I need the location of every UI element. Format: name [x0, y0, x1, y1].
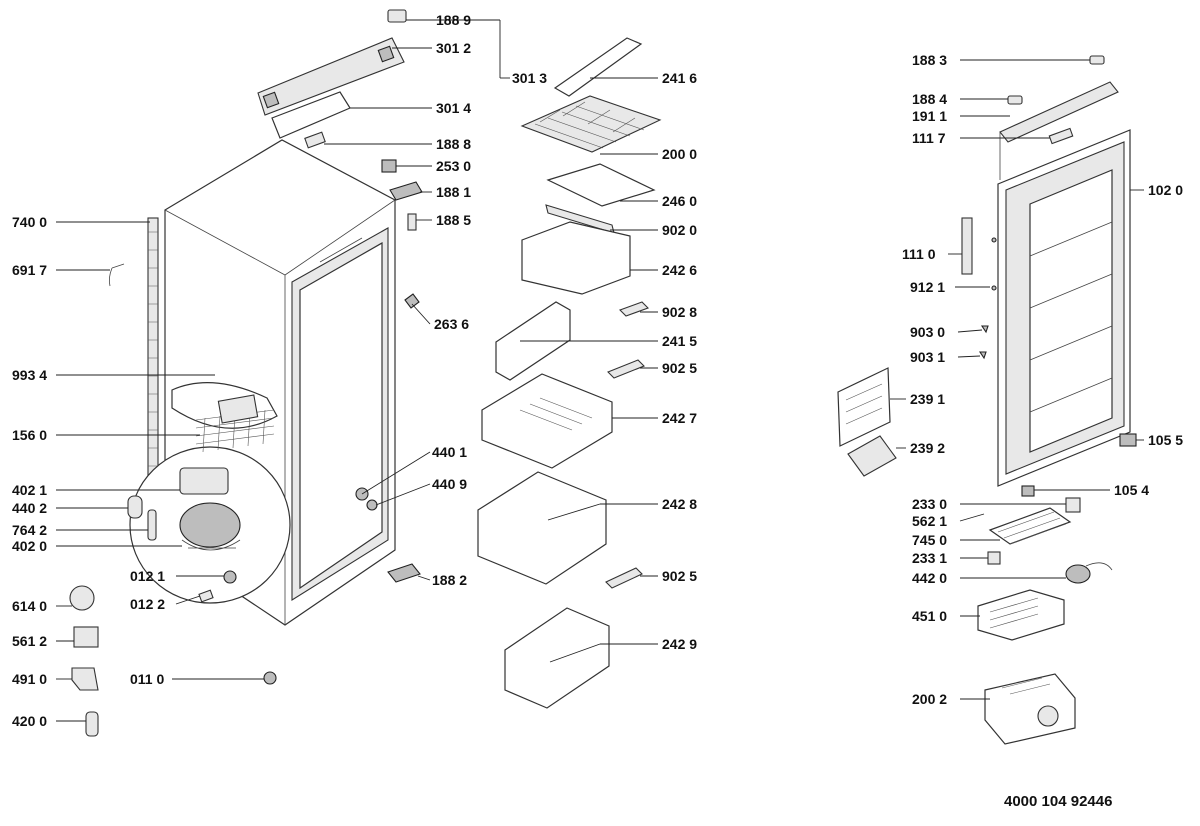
label-902-5-lower: 902 5: [662, 568, 697, 584]
label-903-0: 903 0: [910, 324, 945, 340]
label-912-1: 912 1: [910, 279, 945, 295]
label-902-0: 902 0: [662, 222, 697, 238]
compressor: [179, 502, 241, 548]
duct-200-2: [984, 673, 1076, 745]
label-239-2: 239 2: [910, 440, 945, 456]
label-239-1: 239 1: [910, 391, 945, 407]
label-451-0: 451 0: [912, 608, 947, 624]
label-241-6: 241 6: [662, 70, 697, 86]
label-301-2: 301 2: [436, 40, 471, 56]
label-200-0: 200 0: [662, 146, 697, 162]
document-code: 4000 104 92446: [1004, 793, 1112, 810]
label-188-3: 188 3: [912, 52, 947, 68]
label-246-0: 246 0: [662, 193, 697, 209]
frame-246-0: [546, 163, 656, 207]
label-188-9: 188 9: [436, 12, 471, 28]
label-188-5: 188 5: [436, 212, 471, 228]
relay-cover: [179, 467, 229, 495]
label-105-5: 105 5: [1148, 432, 1183, 448]
label-764-2: 764 2: [12, 522, 47, 538]
panel-239-1: [837, 367, 891, 447]
label-420-0: 420 0: [12, 713, 47, 729]
evaporator-451-0: [977, 589, 1065, 641]
label-440-9: 440 9: [432, 476, 467, 492]
label-233-1: 233 1: [912, 550, 947, 566]
label-402-1: 402 1: [12, 482, 47, 498]
cabinet-group: [69, 9, 423, 737]
panel-239-2: [847, 435, 897, 477]
label-242-6: 242 6: [662, 262, 697, 278]
door-gasket: [999, 81, 1119, 143]
drawer-242-7: [481, 373, 613, 469]
label-242-7: 242 7: [662, 410, 697, 426]
label-402-0: 402 0: [12, 538, 47, 554]
label-253-0: 253 0: [436, 158, 471, 174]
label-691-7: 691 7: [12, 262, 47, 278]
label-902-5-upper: 902 5: [662, 360, 697, 376]
drawer-242-6: [521, 221, 631, 295]
label-491-0: 491 0: [12, 671, 47, 687]
label-561-2: 561 2: [12, 633, 47, 649]
label-740-0: 740 0: [12, 214, 47, 230]
label-442-0: 442 0: [912, 570, 947, 586]
label-012-1: 012 1: [130, 568, 165, 584]
drawer-242-8: [477, 471, 607, 585]
rear-strip: [147, 217, 159, 477]
label-745-0: 745 0: [912, 532, 947, 548]
label-242-8: 242 8: [662, 496, 697, 512]
label-188-8: 188 8: [436, 136, 471, 152]
label-111-0: 111 0: [902, 246, 936, 262]
label-242-9: 242 9: [662, 636, 697, 652]
leader-lines: [56, 19, 1144, 722]
label-233-0: 233 0: [912, 496, 947, 512]
label-301-4: 301 4: [436, 100, 471, 116]
label-191-1: 191 1: [912, 108, 947, 124]
label-105-4: 105 4: [1114, 482, 1149, 498]
shelf-front-241-6: [553, 37, 643, 97]
shelves-drawers-group: [477, 37, 662, 709]
label-301-3: 301 3: [512, 70, 547, 86]
label-440-1: 440 1: [432, 444, 467, 460]
label-562-1: 562 1: [912, 513, 947, 529]
label-111-7: 111 7: [912, 130, 946, 146]
label-188-2: 188 2: [432, 572, 467, 588]
label-188-1: 188 1: [436, 184, 471, 200]
door-group: [837, 55, 1137, 745]
drawer-242-9: [504, 607, 610, 709]
heater-745-0: [988, 507, 1072, 545]
label-156-0: 156 0: [12, 427, 47, 443]
label-102-0: 102 0: [1148, 182, 1183, 198]
label-200-2: 200 2: [912, 691, 947, 707]
label-263-6: 263 6: [434, 316, 469, 332]
label-440-2: 440 2: [12, 500, 47, 516]
part-labels: 740 0 691 7 993 4 156 0 402 1 440 2 764 …: [12, 12, 1183, 810]
label-902-8: 902 8: [662, 304, 697, 320]
label-614-0: 614 0: [12, 598, 47, 614]
label-903-1: 903 1: [910, 349, 945, 365]
label-993-4: 993 4: [12, 367, 47, 383]
label-011-0: 011 0: [130, 671, 164, 687]
top-cover: [257, 37, 405, 116]
label-188-4: 188 4: [912, 91, 947, 107]
label-012-2: 012 2: [130, 596, 165, 612]
label-241-5: 241 5: [662, 333, 697, 349]
wire-shelf: [520, 95, 662, 153]
